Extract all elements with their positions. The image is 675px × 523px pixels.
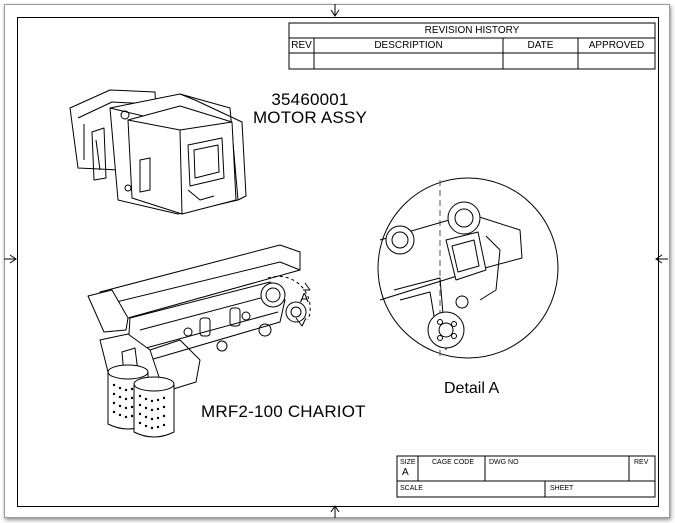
scale-label: SCALE <box>400 485 423 492</box>
size-value: A <box>402 467 409 478</box>
chariot-assembly-view <box>87 244 311 438</box>
sheet-label: SHEET <box>550 485 574 492</box>
detail-a-label: Detail A <box>444 380 500 397</box>
drawing-border <box>17 17 659 507</box>
revision-history-title: REVISION HISTORY <box>424 25 520 36</box>
drawing-sheet <box>4 4 670 518</box>
rev-column-header: REV <box>291 40 312 51</box>
size-label: SIZE <box>400 459 416 466</box>
title-block-lines <box>396 455 656 498</box>
rev-label: REV <box>634 459 649 466</box>
description-column-header: DESCRIPTION <box>374 40 443 51</box>
motor-name-label: MOTOR ASSY <box>252 108 368 127</box>
date-column-header: DATE <box>527 40 554 51</box>
cylinder-perforations <box>112 383 166 430</box>
dwg-no-label: DWG NO <box>489 459 519 466</box>
chariot-name-label: MRF2-100 CHARIOT <box>201 402 366 421</box>
approved-column-header: APPROVED <box>588 40 645 51</box>
detail-a-view <box>377 177 559 359</box>
detail-callout-letter: A <box>300 290 309 305</box>
revision-table-lines <box>288 22 656 70</box>
motor-assembly-view <box>69 89 247 215</box>
cage-code-label: CAGE CODE <box>432 459 475 466</box>
center-marks <box>4 4 668 518</box>
motor-part-number: 35460001 <box>271 90 349 109</box>
